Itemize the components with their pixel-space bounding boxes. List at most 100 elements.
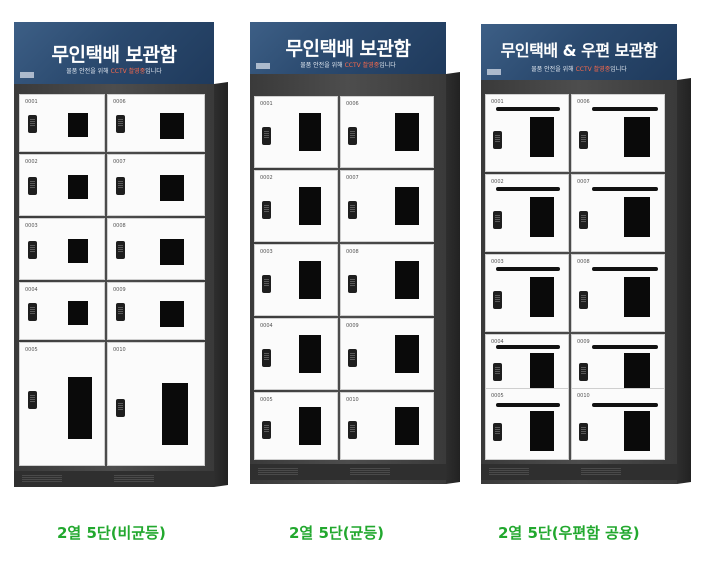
mail-slot[interactable] — [592, 403, 658, 407]
locker-door[interactable]: 0001 — [485, 94, 569, 172]
keypad-icon[interactable] — [28, 303, 37, 321]
door-window — [160, 113, 184, 139]
mail-slot[interactable] — [592, 107, 658, 111]
keypad-icon[interactable] — [579, 423, 588, 441]
keypad-icon[interactable] — [493, 423, 502, 441]
locker-door[interactable]: 0005 — [19, 342, 105, 466]
locker-unit-uneven: 무인택배 보관함 물품 안전을 위해 CCTV 촬영중입니다 0001 0002… — [14, 22, 228, 488]
door-window — [530, 353, 554, 391]
locker-door[interactable]: 0002 — [254, 170, 338, 242]
mail-slot[interactable] — [592, 345, 658, 349]
keypad-icon[interactable] — [116, 303, 125, 321]
locker-door[interactable]: 0003 — [19, 218, 105, 280]
keypad-icon[interactable] — [348, 275, 357, 293]
locker-door[interactable]: 0004 — [254, 318, 338, 390]
locker-door[interactable]: 0008 — [107, 218, 205, 280]
locker-unit-even: 무인택배 보관함 물품 안전을 위해 CCTV 촬영중입니다 0001 0002… — [250, 22, 460, 485]
locker-door[interactable]: 0006 — [571, 94, 665, 172]
keypad-icon[interactable] — [28, 115, 37, 133]
keypad-icon[interactable] — [348, 349, 357, 367]
keypad-icon[interactable] — [579, 291, 588, 309]
keypad-icon[interactable] — [116, 115, 125, 133]
keypad-icon[interactable] — [493, 363, 502, 381]
door-window — [299, 187, 321, 225]
locker-cabinet: 0001 0002 0003 0004 0005 0006 0007 0008 … — [250, 72, 460, 485]
keypad-icon[interactable] — [348, 201, 357, 219]
locker-door[interactable]: 0004 — [485, 334, 569, 398]
locker-door[interactable]: 0010 — [107, 342, 205, 466]
sign-title: 무인택배 보관함 — [51, 44, 177, 66]
keypad-icon[interactable] — [262, 421, 271, 439]
door-window — [624, 117, 650, 157]
locker-door[interactable]: 0005 — [254, 392, 338, 460]
keypad-icon[interactable] — [116, 399, 125, 417]
locker-door[interactable]: 0009 — [107, 282, 205, 340]
locker-door[interactable]: 0010 — [340, 392, 434, 460]
mail-slot[interactable] — [592, 267, 658, 271]
vent — [489, 468, 529, 475]
locker-door[interactable]: 0007 — [571, 174, 665, 252]
keypad-icon[interactable] — [28, 177, 37, 195]
locker-door[interactable]: 0010 — [571, 388, 665, 460]
sign-subtitle: 물품 안전을 위해 CCTV 촬영중입니다 — [531, 66, 627, 73]
door-window — [624, 277, 650, 317]
mail-slot[interactable] — [496, 267, 560, 271]
keypad-icon[interactable] — [28, 391, 37, 409]
door-window — [160, 239, 184, 265]
keypad-icon[interactable] — [579, 131, 588, 149]
locker-door[interactable]: 0004 — [19, 282, 105, 340]
door-window — [530, 197, 554, 237]
door-window — [68, 239, 88, 263]
locker-door[interactable]: 0007 — [340, 170, 434, 242]
locker-door[interactable]: 0008 — [571, 254, 665, 332]
locker-door[interactable]: 0008 — [340, 244, 434, 316]
mail-slot[interactable] — [496, 345, 560, 349]
locker-cabinet: 0001 0002 0003 0004 0005 0006 0007 0008 … — [14, 82, 228, 488]
mail-slot[interactable] — [496, 403, 560, 407]
keypad-icon[interactable] — [579, 363, 588, 381]
mail-slot[interactable] — [496, 187, 560, 191]
cabinet-base — [14, 471, 214, 487]
locker-door[interactable]: 0002 — [485, 174, 569, 252]
locker-door[interactable]: 0001 — [19, 94, 105, 152]
side-panel — [446, 72, 460, 485]
locker-door[interactable]: 0003 — [254, 244, 338, 316]
door-window — [68, 301, 88, 325]
locker-door[interactable]: 0009 — [340, 318, 434, 390]
keypad-icon[interactable] — [493, 131, 502, 149]
side-panel — [677, 78, 691, 485]
mail-slot[interactable] — [592, 187, 658, 191]
keypad-icon[interactable] — [493, 291, 502, 309]
vent — [258, 468, 298, 475]
keypad-icon[interactable] — [493, 211, 502, 229]
locker-sign: 무인택배 & 우편 보관함 물품 안전을 위해 CCTV 촬영중입니다 — [481, 24, 677, 80]
vent — [350, 468, 390, 475]
locker-unit-mailbox: 무인택배 & 우편 보관함 물품 안전을 위해 CCTV 촬영중입니다 0001… — [481, 24, 691, 485]
locker-door[interactable]: 0001 — [254, 96, 338, 168]
keypad-icon[interactable] — [262, 275, 271, 293]
locker-door[interactable]: 0002 — [19, 154, 105, 216]
locker-door[interactable]: 0006 — [107, 94, 205, 152]
locker-sign: 무인택배 보관함 물품 안전을 위해 CCTV 촬영중입니다 — [250, 22, 446, 74]
door-window — [530, 411, 554, 451]
door-window — [68, 113, 88, 137]
keypad-icon[interactable] — [116, 241, 125, 259]
door-window — [299, 335, 321, 373]
door-window — [68, 175, 88, 199]
locker-door[interactable]: 0003 — [485, 254, 569, 332]
locker-door[interactable]: 0006 — [340, 96, 434, 168]
keypad-icon[interactable] — [262, 201, 271, 219]
keypad-icon[interactable] — [28, 241, 37, 259]
locker-door[interactable]: 0005 — [485, 388, 569, 460]
keypad-icon[interactable] — [348, 421, 357, 439]
keypad-icon[interactable] — [116, 177, 125, 195]
locker-door[interactable]: 0007 — [107, 154, 205, 216]
sign-title: 무인택배 보관함 — [285, 38, 411, 60]
keypad-icon[interactable] — [579, 211, 588, 229]
door-window — [395, 261, 419, 299]
vent — [581, 468, 621, 475]
keypad-icon[interactable] — [262, 349, 271, 367]
keypad-icon[interactable] — [262, 127, 271, 145]
mail-slot[interactable] — [496, 107, 560, 111]
keypad-icon[interactable] — [348, 127, 357, 145]
